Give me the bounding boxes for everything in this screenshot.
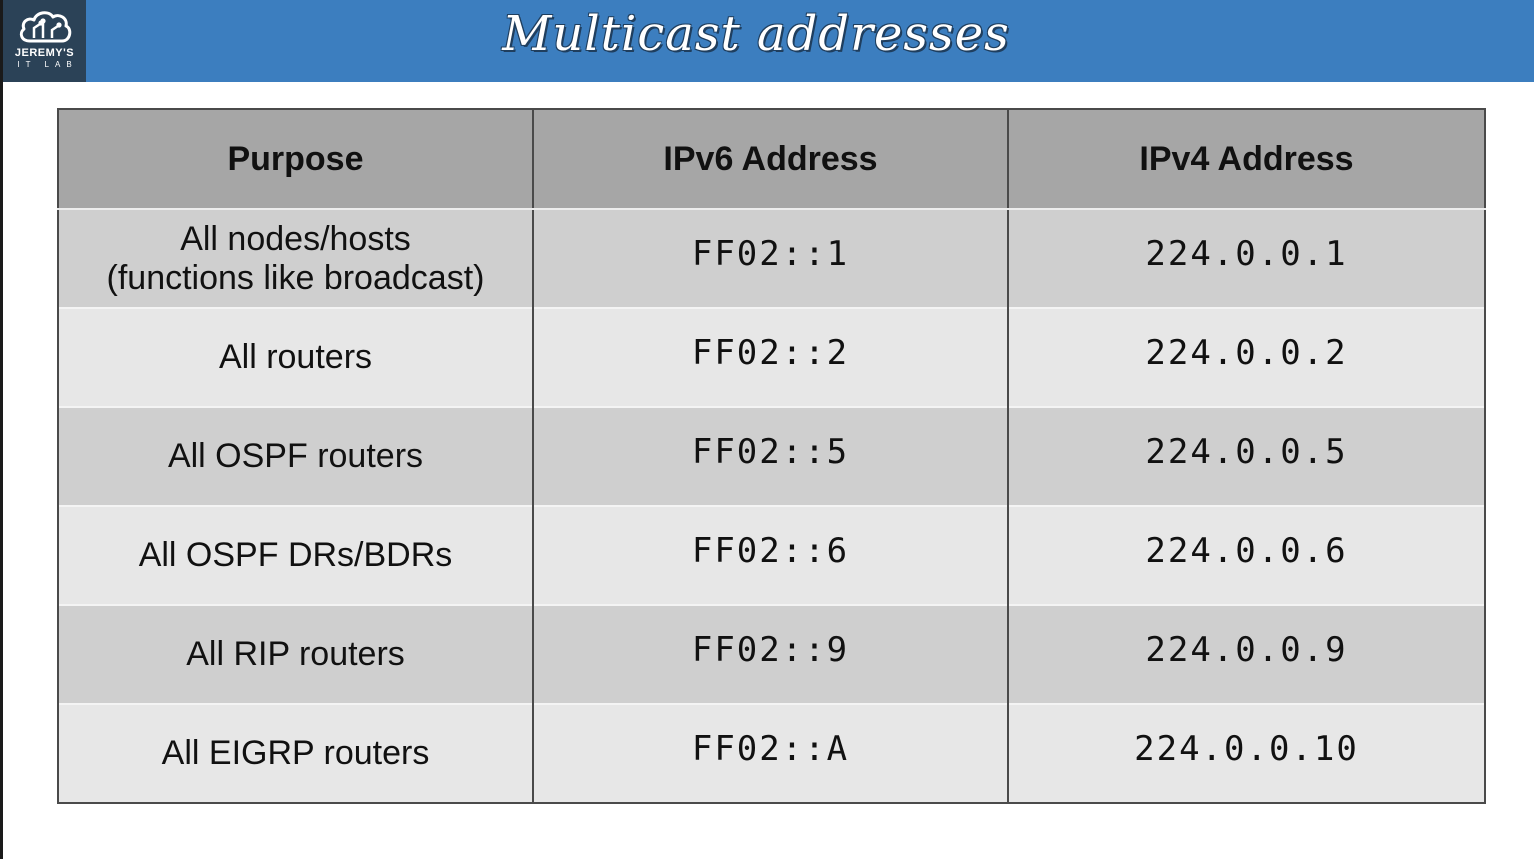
ipv4-address: 224.0.0.5 [1145,431,1348,472]
purpose-cell: All EIGRP routers [57,703,534,803]
logo-text-name: JEREMY'S [14,47,75,59]
purpose-cell: All routers [57,307,534,407]
logo-text-sub: IT LAB [17,60,78,69]
ipv4-address: 224.0.0.1 [1145,233,1348,274]
ipv4-cell: 224.0.0.10 [1007,703,1486,803]
ipv4-address: 224.0.0.2 [1145,332,1348,373]
purpose-note: (functions like broadcast) [106,258,485,297]
header-purpose: Purpose [57,109,534,210]
multicast-table: Purpose IPv6 Address IPv4 Address All no… [57,108,1486,804]
ipv4-cell: 224.0.0.2 [1007,307,1486,407]
ipv4-cell: 224.0.0.1 [1007,208,1486,308]
logo: JEREMY'S IT LAB [3,0,86,82]
ipv6-cell: FF02::2 [532,307,1009,407]
window-left-edge [0,0,3,859]
table-row: All routers FF02::2 224.0.0.2 [57,307,1486,407]
ipv6-address: FF02::6 [691,530,850,571]
ipv6-address: FF02::A [691,728,850,769]
ipv6-address: FF02::2 [691,332,850,373]
ipv6-cell: FF02::6 [532,505,1009,605]
table-row: All EIGRP routers FF02::A 224.0.0.10 [57,703,1486,803]
header-ipv6: IPv6 Address [532,109,1009,210]
ipv6-cell: FF02::A [532,703,1009,803]
ipv6-cell: FF02::5 [532,406,1009,506]
table-row: All nodes/hosts (functions like broadcas… [57,208,1486,308]
table-row: All OSPF routers FF02::5 224.0.0.5 [57,406,1486,506]
purpose-cell: All nodes/hosts (functions like broadcas… [57,208,534,308]
header-ipv4: IPv4 Address [1007,109,1486,210]
purpose-cell: All RIP routers [57,604,534,704]
table-row: All RIP routers FF02::9 224.0.0.9 [57,604,1486,704]
purpose-text: All nodes/hosts [180,219,411,258]
ipv6-address: FF02::1 [691,233,850,274]
table-header-row: Purpose IPv6 Address IPv4 Address [57,109,1486,210]
ipv6-cell: FF02::1 [532,208,1009,308]
ipv6-cell: FF02::9 [532,604,1009,704]
purpose-cell: All OSPF routers [57,406,534,506]
ipv4-address: 224.0.0.10 [1134,728,1359,769]
ipv6-address: FF02::5 [691,431,850,472]
table-row: All OSPF DRs/BDRs FF02::6 224.0.0.6 [57,505,1486,605]
ipv4-cell: 224.0.0.5 [1007,406,1486,506]
purpose-cell: All OSPF DRs/BDRs [57,505,534,605]
ipv4-address: 224.0.0.6 [1145,530,1348,571]
ipv4-cell: 224.0.0.6 [1007,505,1486,605]
cloud-circuit-icon [19,11,72,43]
title-bar [3,0,1534,82]
ipv4-address: 224.0.0.9 [1145,629,1348,670]
ipv4-cell: 224.0.0.9 [1007,604,1486,704]
ipv6-address: FF02::9 [691,629,850,670]
slide-title: Multicast addresses [502,6,1010,62]
